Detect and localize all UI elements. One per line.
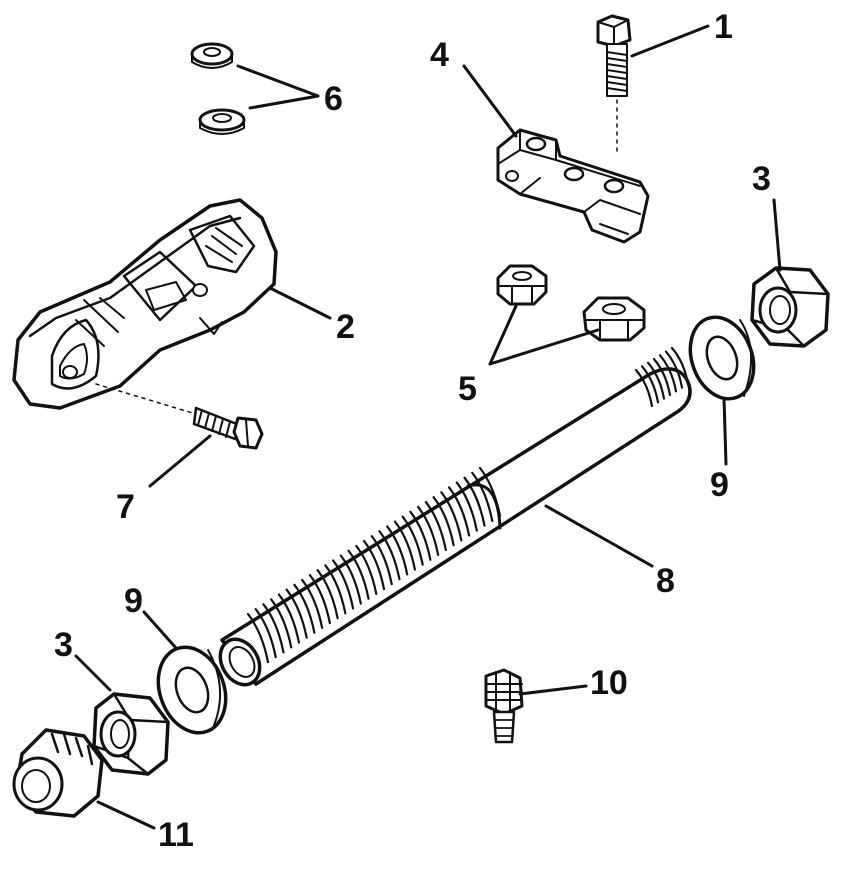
- part-6-washers: [190, 42, 246, 135]
- callout-10: 10: [590, 664, 628, 702]
- callout-11: 11: [158, 816, 194, 854]
- callout-4: 4: [430, 36, 449, 74]
- leader-4: [462, 64, 518, 138]
- rod-threads: [246, 346, 690, 664]
- leader-11: [96, 800, 156, 830]
- callout-1: 1: [714, 8, 733, 46]
- part-5-nuts: [496, 264, 646, 342]
- part-3-nut-left: [92, 692, 170, 776]
- leader-1: [630, 24, 710, 58]
- part-10-fitting: [484, 668, 524, 744]
- part-7-screw: [192, 406, 264, 450]
- leader-3b: [74, 654, 112, 692]
- callout-2: 2: [336, 308, 355, 346]
- callout-9-lower: 9: [124, 582, 143, 620]
- part-11-cap: [12, 728, 104, 818]
- leader-9b: [142, 610, 178, 650]
- leader-7: [148, 434, 212, 488]
- part-8-threaded-rod: [218, 346, 692, 687]
- leader-6b: [248, 94, 320, 110]
- leader-5b: [488, 328, 600, 366]
- leader-lines: [74, 24, 782, 830]
- callout-7: 7: [116, 488, 135, 526]
- leader-3a: [772, 198, 782, 272]
- callout-8: 8: [656, 562, 675, 600]
- callout-9-upper: 9: [710, 466, 729, 504]
- part-4-bracket: [496, 128, 650, 244]
- callout-5: 5: [458, 370, 477, 408]
- part-9-washer-right: [688, 315, 756, 401]
- leader-6a: [236, 64, 320, 98]
- leader-8: [544, 504, 654, 568]
- leader-2: [268, 286, 332, 320]
- callout-3-lower: 3: [54, 626, 73, 664]
- part-2-housing: [12, 198, 278, 415]
- leader-9a: [722, 396, 728, 466]
- leader-5a: [488, 304, 518, 366]
- callout-numbers: 1 4 6 3 2 5 9 7 8 9 3 10 11: [54, 8, 771, 854]
- callout-3-upper: 3: [752, 160, 771, 198]
- callout-6: 6: [324, 80, 343, 118]
- part-3-nut-right: [750, 266, 830, 348]
- part-1-bolt: [596, 14, 632, 156]
- leader-10: [518, 684, 588, 696]
